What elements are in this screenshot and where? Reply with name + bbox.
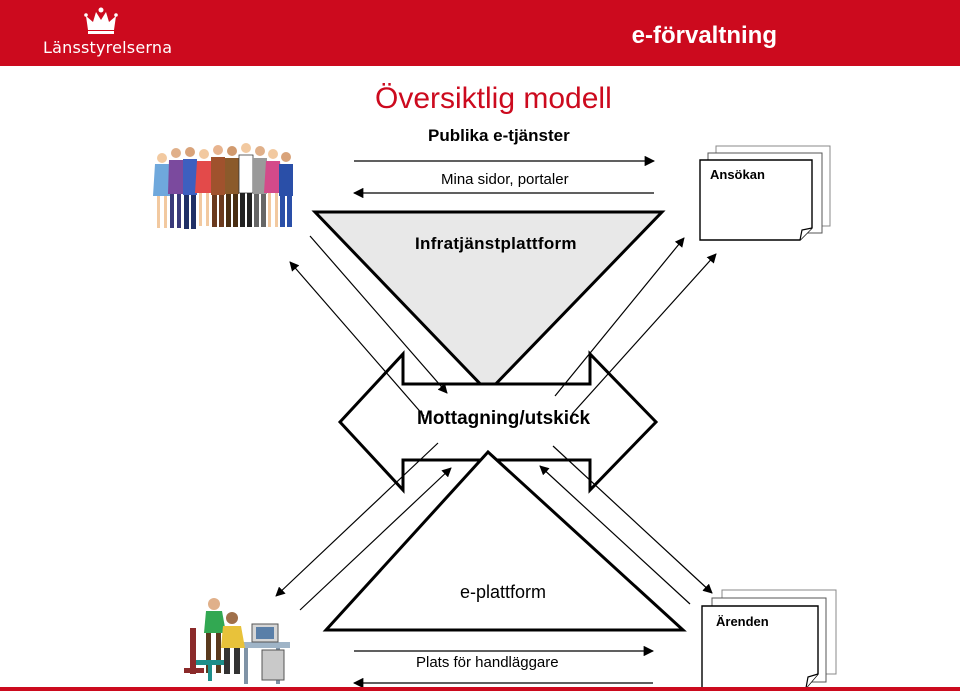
diag-arrow-7 [552, 445, 713, 594]
portal-label: Mina sidor, portaler [441, 171, 569, 188]
diag-arrow-5 [275, 442, 439, 597]
bottom-brand-line [0, 687, 960, 691]
diag-arrow-1 [289, 261, 425, 417]
logo-text: Länsstyrelserna [43, 38, 173, 57]
caseworkers-computer-icon [184, 598, 290, 684]
diag-arrow-6 [299, 467, 452, 611]
infra-platform-label: Infratjänstplattform [415, 234, 577, 253]
diag-arrow-4 [571, 253, 717, 415]
infra-funnel [311, 210, 666, 395]
workplace-label: Plats för handläggare [416, 654, 559, 671]
e-platform-label: e-plattform [460, 582, 547, 602]
diag-arrow-3 [554, 237, 685, 397]
header-title: e-förvaltning [631, 22, 777, 49]
diagram-title: Översiktlig modell [375, 82, 612, 115]
application-document-stack-icon [699, 145, 831, 241]
public-services-label: Publika e-tjänster [428, 126, 570, 145]
receiving-block-arrow [337, 350, 659, 494]
header-bar: Länsstyrelserna e-förvaltning [0, 0, 960, 66]
crown-logo-icon [84, 7, 118, 34]
cases-document-stack-icon [701, 589, 837, 689]
diag-arrow-2 [309, 235, 448, 394]
platform-triangle [322, 449, 687, 632]
cases-doc-label: Ärenden [716, 614, 769, 629]
diag-arrow-8 [539, 465, 691, 605]
citizens-group-icon [153, 143, 293, 229]
receiving-label: Mottagning/utskick [417, 408, 591, 429]
application-doc-label: Ansökan [710, 167, 765, 182]
